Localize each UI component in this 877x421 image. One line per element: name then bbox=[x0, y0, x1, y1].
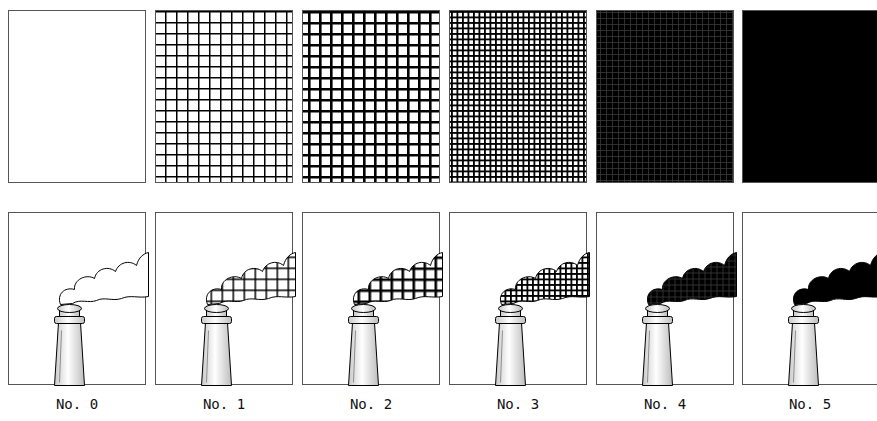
density-number: No. 4 bbox=[644, 396, 686, 412]
chimney-panel-2 bbox=[303, 213, 443, 386]
swatch-5 bbox=[743, 11, 877, 183]
density-number: No. 5 bbox=[789, 396, 831, 412]
chimney-panel-3 bbox=[450, 213, 590, 386]
density-number: No. 2 bbox=[350, 396, 392, 412]
swatch-2 bbox=[303, 11, 440, 183]
chimney-panel-4 bbox=[597, 213, 737, 386]
chimney-panel-5 bbox=[743, 213, 877, 386]
swatch-3 bbox=[450, 11, 587, 183]
density-number: No. 0 bbox=[56, 396, 98, 412]
chimney-panel-0 bbox=[9, 213, 149, 386]
density-swatches bbox=[9, 11, 877, 183]
chimney-panels bbox=[9, 213, 877, 386]
swatch-1 bbox=[156, 11, 293, 183]
swatch-4 bbox=[597, 11, 734, 183]
swatch-0 bbox=[9, 11, 146, 183]
chimney-panel-1 bbox=[156, 213, 296, 386]
density-number: No. 1 bbox=[203, 396, 245, 412]
density-number: No. 3 bbox=[497, 396, 539, 412]
